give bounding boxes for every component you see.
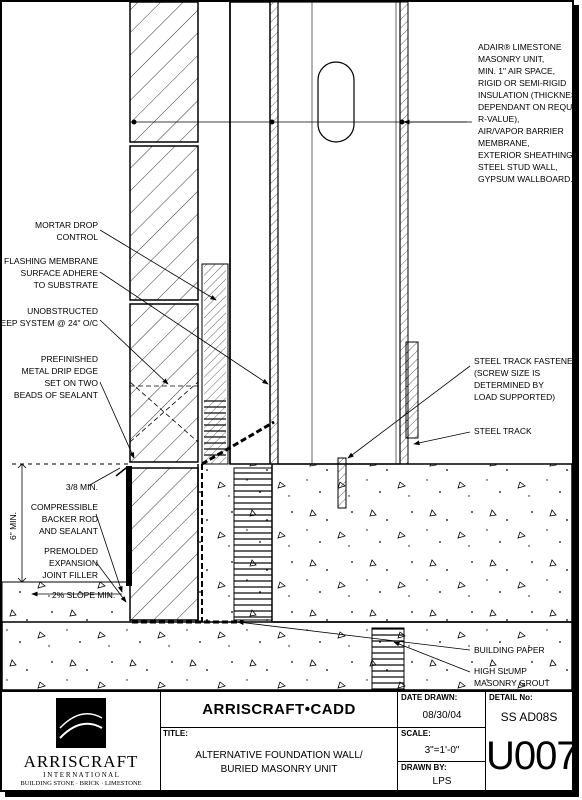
- detail-label: DETAIL No:: [489, 693, 533, 702]
- drawn-cell: DRAWN BY: LPS: [398, 762, 486, 790]
- title-line-1: ALTERNATIVE FOUNDATION WALL/: [195, 750, 363, 761]
- date-value: 08/30/04: [422, 710, 462, 721]
- fastener-label: (SCREW SIZE IS: [474, 368, 540, 378]
- limestone-units: [129, 2, 199, 621]
- detail-ref: SS AD08S: [500, 710, 558, 724]
- wall-assembly-line: GYPSUM WALLBOARD.: [478, 174, 572, 184]
- backer-rod-label: COMPRESSIBLE: [31, 502, 98, 512]
- wall-assembly-line: STEEL STUD WALL,: [478, 162, 558, 172]
- joint-filler-label: JOINT FILLER: [42, 570, 98, 580]
- wall-assembly-line: DEPENDANT ON REQUIRED: [478, 102, 572, 112]
- arriscraft-logo: ARRISCRAFT I N T E R N A T I O N A L BUI…: [2, 692, 161, 790]
- weep-label: UNOBSTRUCTED: [27, 306, 98, 316]
- wall-assembly-line: INSULATION (THICKNESS: [478, 90, 572, 100]
- mortar-drop-label: MORTAR DROP: [35, 220, 98, 230]
- steel-track-label: STEEL TRACK: [474, 426, 532, 436]
- detail-cell: DETAIL No: SS AD08S U007: [486, 692, 574, 790]
- title-cell: TITLE: ALTERNATIVE FOUNDATION WALL/ BURI…: [160, 728, 398, 790]
- flashing-label: FLASHING MEMBRANE: [4, 256, 98, 266]
- brand-cell: ARRISCRAFT•CADD: [160, 692, 398, 728]
- fastener-label: DETERMINED BY: [474, 380, 544, 390]
- weep-label: WEEP SYSTEM @ 24" O/C: [2, 318, 98, 328]
- wall-assembly-line: MIN. 1" AIR SPACE,: [478, 66, 555, 76]
- logo-sub: I N T E R N A T I O N A L: [43, 771, 119, 779]
- building-paper-label: BUILDING PAPER: [474, 645, 545, 655]
- callout-right: STEEL TRACK FASTENER (SCREW SIZE IS DETE…: [474, 356, 572, 688]
- callout-left: MORTAR DROP CONTROL FLASHING MEMBRANE SU…: [2, 220, 98, 580]
- joint-filler-label: EXPANSION: [49, 558, 98, 568]
- drip-edge-label: SET ON TWO: [44, 378, 98, 388]
- drawn-label: DRAWN BY:: [401, 763, 447, 772]
- backer-rod-label: BACKER ROD: [42, 514, 98, 524]
- wall-assembly-line: AIR/VAPOR BARRIER: [478, 126, 564, 136]
- foundation: [2, 420, 572, 690]
- scale-value: 3"=1'-0": [424, 745, 460, 756]
- wall-assembly-line: MASONRY UNIT,: [478, 54, 544, 64]
- logo-name: ARRISCRAFT: [23, 752, 139, 771]
- drawn-value: LPS: [432, 776, 452, 787]
- title-label: TITLE:: [163, 729, 188, 738]
- wall-assembly-line: RIGID OR SEMI-RIGID: [478, 78, 566, 88]
- logo-mark-icon: [56, 698, 106, 748]
- date-cell: DATE DRAWN: 08/30/04: [398, 692, 486, 728]
- fastener-label: LOAD SUPPORTED): [474, 392, 555, 402]
- flashing-label: SURFACE ADHERE: [21, 268, 99, 278]
- flashing-label: TO SUBSTRATE: [34, 280, 99, 290]
- drip-edge-label: METAL DRIP EDGE: [22, 366, 99, 376]
- drawing-sheet: ADAIR® LIMESTONE MASONRY UNIT, MIN. 1" A…: [0, 0, 574, 792]
- grout-label: HIGH SLUMP: [474, 666, 527, 676]
- wall-assembly-line: R-VALUE),: [478, 114, 519, 124]
- scale-label: SCALE:: [401, 729, 431, 738]
- six-min-label: 6" MIN.: [8, 512, 18, 540]
- backer-rod-label: AND SEALANT: [39, 526, 98, 536]
- title-block: ARRISCRAFT I N T E R N A T I O N A L BUI…: [2, 690, 574, 790]
- detail-number: U007: [486, 734, 574, 778]
- date-label: DATE DRAWN:: [401, 693, 458, 702]
- insulation: [201, 2, 271, 465]
- wall-assembly-line: MEMBRANE,: [478, 138, 529, 148]
- joint-filler-label: PREMOLDED: [44, 546, 98, 556]
- mortar-drop-label: CONTROL: [56, 232, 98, 242]
- scale-cell: SCALE: 3"=1'-0": [398, 728, 486, 762]
- grout-label: MASONRY GROUT: [474, 678, 550, 688]
- callout-wall-assembly: ADAIR® LIMESTONE MASONRY UNIT, MIN. 1" A…: [478, 42, 572, 184]
- brand-name: ARRISCRAFT•CADD: [202, 701, 356, 718]
- wall-assembly-line: ADAIR® LIMESTONE: [478, 42, 562, 52]
- logo-tagline: BUILDING STONE · BRICK · LIMESTONE: [20, 780, 142, 787]
- drip-edge-label: BEADS OF SEALANT: [14, 390, 98, 400]
- section-drawing: ADAIR® LIMESTONE MASONRY UNIT, MIN. 1" A…: [2, 2, 572, 690]
- wall-assembly-line: EXTERIOR SHEATHING,: [478, 150, 572, 160]
- title-line-2: BURIED MASONRY UNIT: [220, 764, 338, 775]
- fastener-label: STEEL TRACK FASTENER: [474, 356, 572, 366]
- leader-lines: [31, 119, 471, 673]
- slope-label: 2% SLOPE MIN.: [52, 590, 115, 600]
- drip-edge-label: PREFINISHED: [41, 354, 98, 364]
- three-eighths-label: 3/8 MIN.: [66, 482, 98, 492]
